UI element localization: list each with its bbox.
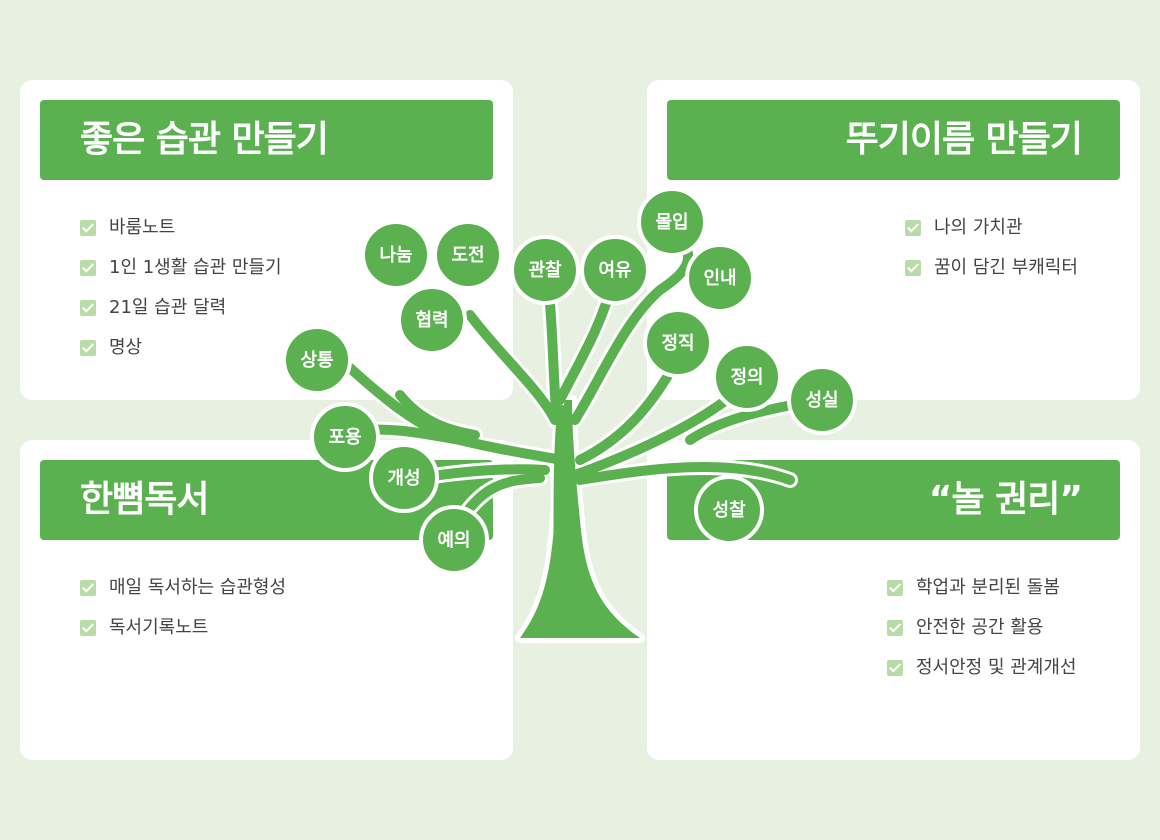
value-bubble-circle <box>694 475 764 545</box>
card-identity: 뚜기이름 만들기 나의 가치관 꿈이 담긴 부캐릭터 <box>647 80 1140 400</box>
list-item-label: 21일 습관 달력 <box>109 297 227 318</box>
check-icon <box>80 340 96 356</box>
list-item-label: 1인 1생활 습관 만들기 <box>109 257 282 278</box>
value-bubble-label: 도전 <box>451 245 484 266</box>
list-item: 학업과 분리된 돌봄 <box>887 568 1076 608</box>
check-icon <box>887 620 903 636</box>
value-bubble: 예의 <box>419 505 489 575</box>
value-bubble: 개성 <box>369 443 439 513</box>
list-item-label: 바룸노트 <box>109 217 176 238</box>
list-item: 정서안정 및 관계개선 <box>887 648 1076 688</box>
value-bubble-circle <box>712 342 782 412</box>
value-bubble-label: 협력 <box>415 309 448 331</box>
value-bubble-label: 나눔 <box>379 245 412 266</box>
value-bubble-circle <box>685 243 755 313</box>
value-bubble-circle <box>580 235 650 305</box>
value-bubble: 도전 <box>433 220 503 290</box>
checklist: 바룸노트 1인 1생활 습관 만들기 21일 습관 달력 명상 <box>80 208 282 368</box>
value-bubble: 관찰 <box>510 235 580 305</box>
check-icon <box>887 580 903 596</box>
card-title: 좋은 습관 만들기 <box>40 100 493 180</box>
list-item-label: 학업과 분리된 돌봄 <box>916 577 1060 598</box>
checklist: 나의 가치관 꿈이 담긴 부캐릭터 <box>905 208 1078 288</box>
value-bubble-circle <box>282 325 352 395</box>
value-bubble: 성실 <box>787 365 857 435</box>
value-bubble: 상통 <box>282 325 352 395</box>
value-bubble-label: 인내 <box>703 268 736 289</box>
value-bubble-label: 정의 <box>730 367 763 388</box>
value-bubble-label: 여유 <box>598 260 631 281</box>
value-bubble-circle <box>637 187 707 257</box>
check-icon <box>905 220 921 236</box>
value-bubble-circle <box>787 365 857 435</box>
value-bubble-circle <box>643 308 713 378</box>
value-bubble-circle <box>510 235 580 305</box>
value-bubble-circle <box>419 505 489 575</box>
check-icon <box>80 620 96 636</box>
check-icon <box>80 220 96 236</box>
checklist: 학업과 분리된 돌봄 안전한 공간 활용 정서안정 및 관계개선 <box>887 568 1076 688</box>
checklist: 매일 독서하는 습관형성 독서기록노트 <box>80 568 286 648</box>
list-item: 바룸노트 <box>80 208 282 248</box>
list-item-label: 명상 <box>109 337 143 358</box>
list-item-label: 안전한 공간 활용 <box>916 617 1044 638</box>
value-bubble: 나눔 <box>361 220 431 290</box>
check-icon <box>887 660 903 676</box>
value-bubble: 협력 <box>397 285 467 355</box>
value-bubble: 성찰 <box>694 475 764 545</box>
value-bubble-label: 개성 <box>387 468 420 489</box>
list-item-label: 꿈이 담긴 부캐릭터 <box>934 257 1078 278</box>
check-icon <box>80 260 96 276</box>
list-item: 안전한 공간 활용 <box>887 608 1076 648</box>
list-item-label: 독서기록노트 <box>109 617 209 638</box>
value-bubble: 정직 <box>643 308 713 378</box>
card-good-habits: 좋은 습관 만들기 바룸노트 1인 1생활 습관 만들기 21일 습관 달력 명… <box>20 80 513 400</box>
list-item: 명상 <box>80 328 282 368</box>
value-bubble-label: 관찰 <box>528 260 562 281</box>
value-bubble-circle <box>369 443 439 513</box>
value-bubble: 인내 <box>685 243 755 313</box>
value-bubble-label: 포용 <box>328 427 361 448</box>
list-item: 꿈이 담긴 부캐릭터 <box>905 248 1078 288</box>
value-bubble-label: 성찰 <box>712 500 746 521</box>
value-bubble-label: 몰입 <box>655 211 688 233</box>
list-item-label: 매일 독서하는 습관형성 <box>109 577 287 598</box>
value-bubble: 여유 <box>580 235 650 305</box>
value-bubble-circle <box>310 402 380 472</box>
value-bubble-circle <box>433 220 503 290</box>
card-title: 뚜기이름 만들기 <box>667 100 1120 180</box>
value-bubble-label: 예의 <box>437 530 470 551</box>
list-item: 매일 독서하는 습관형성 <box>80 568 286 608</box>
list-item: 1인 1생활 습관 만들기 <box>80 248 282 288</box>
value-bubble-label: 성실 <box>805 390 838 411</box>
value-bubble: 몰입 <box>637 187 707 257</box>
list-item: 21일 습관 달력 <box>80 288 282 328</box>
value-bubble-circle <box>361 220 431 290</box>
value-bubble-label: 상통 <box>300 350 333 371</box>
check-icon <box>80 580 96 596</box>
value-bubble-label: 정직 <box>661 333 694 354</box>
list-item-label: 정서안정 및 관계개선 <box>916 657 1077 678</box>
check-icon <box>905 260 921 276</box>
list-item-label: 나의 가치관 <box>934 217 1023 238</box>
value-bubble: 포용 <box>310 402 380 472</box>
list-item: 나의 가치관 <box>905 208 1078 248</box>
check-icon <box>80 300 96 316</box>
list-item: 독서기록노트 <box>80 608 286 648</box>
value-bubble: 정의 <box>712 342 782 412</box>
value-bubble-circle <box>397 285 467 355</box>
